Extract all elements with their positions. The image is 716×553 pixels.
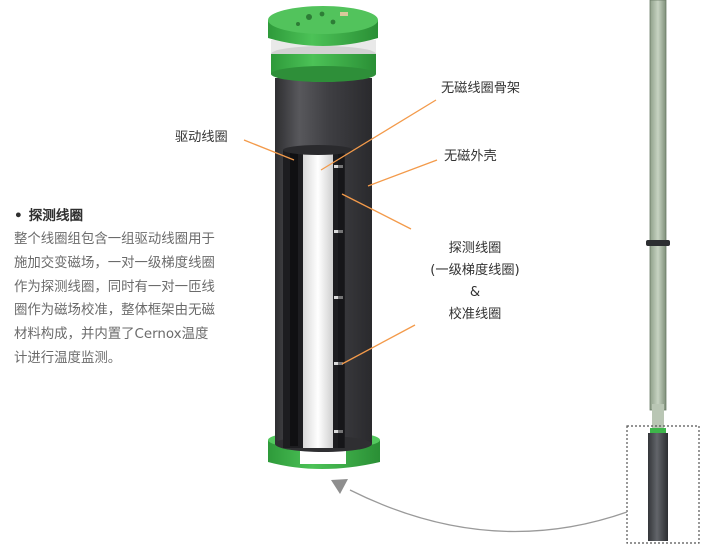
label-pickup-line4: 校准线圈 [448, 307, 502, 322]
label-shell: 无磁外壳 [444, 149, 497, 164]
leader-drive-coil [243, 139, 295, 161]
cutaway-section [283, 145, 353, 448]
label-pickup-line3: & [469, 285, 481, 300]
probe-joint-ring [646, 240, 670, 246]
description-title: 探测线圈 [28, 208, 84, 224]
description-block: • 探测线圈 整个线圈组包含一组驱动线圈用于施加交变磁场，一对一级梯度线圈作为探测… [14, 206, 219, 371]
label-pickup-group: 探测线圈 (一级梯度线圈) & 校准线圈 [420, 238, 530, 326]
leader-lines [243, 99, 438, 365]
label-frame: 无磁线圈骨架 [441, 81, 521, 96]
top-green-ring [271, 54, 376, 82]
zoom-arrow [331, 479, 628, 533]
leader-pickup-1 [341, 193, 412, 230]
probe-rod [650, 0, 666, 410]
leader-shell [367, 159, 438, 187]
leader-pickup-2 [341, 324, 416, 365]
drive-coil-strip [290, 152, 298, 446]
full-probe [626, 0, 700, 544]
leader-frame [320, 99, 437, 171]
frame-tube [303, 150, 333, 448]
arrow-head [331, 479, 348, 494]
coil-assembly [268, 6, 380, 469]
bullet-icon: • [14, 208, 23, 224]
label-drive-coil: 驱动线圈 [175, 130, 228, 145]
description-body: 整个线圈组包含一组驱动线圈用于施加交变磁场，一对一级梯度线圈作为探测线圈，同时有… [14, 232, 215, 366]
label-pickup-line1: 探测线圈 [448, 241, 502, 256]
top-green-cap [268, 6, 378, 46]
probe-highlight-box [626, 425, 700, 544]
label-pickup-line2: (一级梯度线圈) [430, 263, 520, 278]
probe-coil-section [648, 433, 668, 541]
description-title-row: • 探测线圈 [14, 206, 219, 226]
